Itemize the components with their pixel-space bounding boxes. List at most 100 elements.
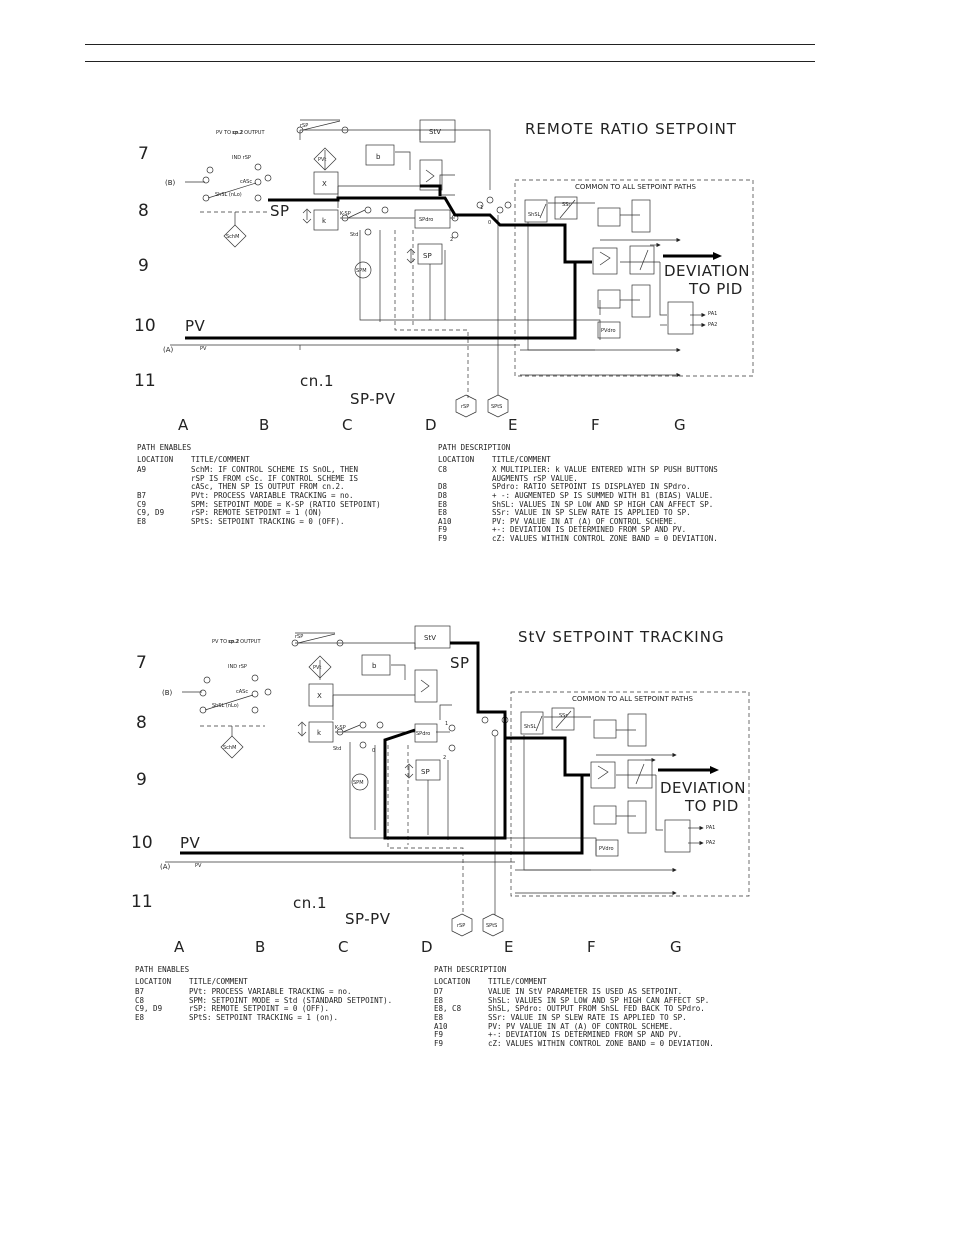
schm-diamond (220, 735, 244, 759)
schm-diamond (223, 224, 247, 248)
diagram-title: StV SETPOINT TRACKING (518, 628, 725, 646)
b-input-label: (B) (165, 179, 176, 187)
k-box (308, 721, 334, 743)
legend-text: PVt: PROCESS VARIABLE TRACKING = no. (191, 490, 354, 500)
deviation-label-2: TO PID (684, 797, 739, 815)
pv-small-label: PV (195, 863, 202, 869)
legend-item: F9+-: DEVIATION IS DETERMINED FROM SP AN… (438, 526, 768, 535)
shsl-box (524, 199, 548, 223)
legend-location: E8 (135, 1012, 145, 1022)
pv-to-cn2-label: PV TO cn.2 (212, 639, 239, 645)
alarm-box (667, 301, 694, 335)
sp-box-label: SP (423, 252, 432, 260)
stv-label: StV (429, 128, 441, 136)
legend-location: E8 (434, 995, 444, 1005)
deviation-summer (590, 761, 616, 789)
hilo-box-2 (597, 289, 621, 309)
pv-to-cn2-label: PV TO cn.2 (216, 130, 243, 136)
ssr-box (551, 707, 575, 731)
std-label: Std (350, 232, 358, 238)
rsp-hex (455, 394, 477, 418)
legend-location: E8 (438, 508, 448, 518)
spts-hex (482, 913, 504, 937)
common-label: COMMON TO ALL SETPOINT PATHS (575, 183, 697, 191)
stv-label: StV (424, 634, 436, 642)
hilo-box-1 (597, 207, 621, 227)
pvdro-box (597, 321, 621, 339)
column-label: G (670, 938, 682, 956)
sp-pv-label: SP-PV (345, 910, 391, 928)
ksp-label: K-SP (335, 725, 346, 731)
shsl-box (520, 711, 544, 735)
x-label: X (317, 692, 322, 700)
legend-item: D8+ -: AUGMENTED SP IS SUMMED WITH B1 (B… (438, 491, 768, 501)
column-label: C (338, 938, 348, 956)
sp-output-label: sp.2 OUTPUT (228, 639, 261, 645)
sp-label: SP (450, 654, 470, 672)
legend-text: SPM: SETPOINT MODE = K-SP (RATIO SETPOIN… (191, 499, 381, 509)
cz-box (627, 759, 653, 789)
spts-hex-label: SPtS (491, 404, 502, 410)
column-label: F (587, 938, 596, 956)
pvdisp-box (627, 800, 647, 834)
row-label: 7 (136, 653, 147, 673)
title-header: TITLE/COMMENT (492, 454, 551, 464)
hilo-box-1 (593, 719, 617, 739)
legend-text: VALUE IN StV PARAMETER IS USED AS SETPOI… (488, 987, 683, 997)
cz-box (629, 245, 655, 275)
legend-text: rSP: REMOTE SETPOINT = 0 (OFF). (189, 1004, 329, 1014)
column-label: D (425, 416, 437, 434)
column-label: D (421, 938, 433, 956)
rsp-hex-label: rSP (461, 404, 469, 410)
path-description-header: PATH DESCRIPTION (434, 965, 507, 974)
pvdro-box (595, 839, 619, 857)
column-label: F (591, 416, 600, 434)
row-label: 10 (134, 316, 156, 336)
b-label: b (372, 662, 377, 670)
rsp-hex (451, 913, 473, 937)
legend-text: ShSL: VALUES IN SP LOW AND SP HIGH CAN A… (488, 995, 710, 1005)
location-header: LOCATION (434, 976, 471, 986)
column-label: E (508, 416, 517, 434)
sp-box (417, 243, 443, 265)
pv-small-label: PV (200, 346, 207, 352)
location-header: LOCATION (438, 454, 475, 464)
legend-text: SPtS: SETPOINT TRACKING = 0 (OFF). (191, 516, 345, 526)
cn1-label: cn.1 (300, 372, 334, 390)
ssr-box (554, 196, 578, 220)
switch-terminal: 0 (372, 748, 375, 754)
spm-label: SPM (356, 268, 367, 274)
pv-input-label: PV (185, 317, 206, 335)
legend-location: E8, C8 (434, 1004, 462, 1014)
spdro-label: SPdro (419, 217, 433, 223)
spdisp-box (627, 713, 647, 747)
legend-text: ShSL, SPdro: OUTPUT FROM ShSL FED BACK T… (488, 1004, 705, 1014)
switch-terminal: 1 (445, 721, 448, 727)
legend-item: E8, C8 ShSL, SPdro: OUTPUT FROM ShSL FED … (434, 1005, 764, 1014)
stv-box (414, 625, 451, 649)
x-box (313, 171, 339, 195)
diagram-remote-ratio-svg: REMOTE RATIO SETPOINT COMMON TO ALL SETP… (134, 119, 754, 434)
deviation-summer (592, 247, 618, 275)
location-header: LOCATION (137, 454, 174, 464)
row-label: 10 (131, 833, 153, 853)
shsl-label: ShSL (524, 724, 537, 730)
switch-terminal: 2 (443, 755, 446, 761)
legend-location: E8 (438, 499, 448, 509)
spdisp-box (631, 199, 651, 233)
rsp-hex-label: rSP (457, 923, 465, 929)
common-paths-box (510, 691, 750, 897)
deviation-label-2: TO PID (688, 280, 743, 298)
